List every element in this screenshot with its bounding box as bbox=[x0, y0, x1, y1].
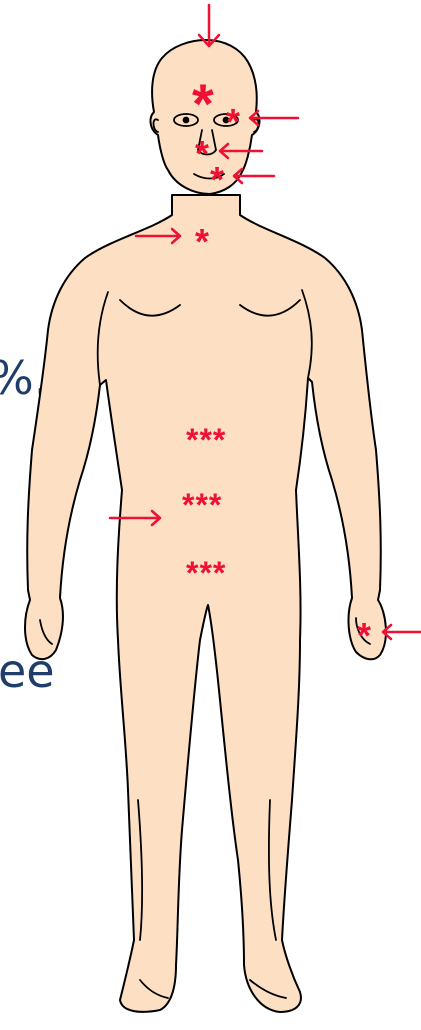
marker-nose: * bbox=[195, 136, 209, 172]
marker-neck: * bbox=[195, 224, 209, 260]
marker-abdomen-row-1: *** bbox=[186, 424, 226, 456]
arrow-mouth bbox=[234, 169, 274, 183]
arrow-hand bbox=[383, 625, 421, 639]
marker-abdomen-row-3: *** bbox=[186, 557, 226, 589]
marker-hand: * bbox=[357, 618, 371, 654]
arrow-crown bbox=[199, 5, 219, 46]
marker-mouth: * bbox=[210, 162, 224, 198]
marker-crown: * bbox=[192, 76, 214, 132]
marker-abdomen-row-2: *** bbox=[182, 489, 222, 521]
marker-eye: * bbox=[226, 104, 240, 140]
body-silhouette bbox=[25, 195, 386, 1012]
arrow-eye bbox=[250, 111, 298, 125]
